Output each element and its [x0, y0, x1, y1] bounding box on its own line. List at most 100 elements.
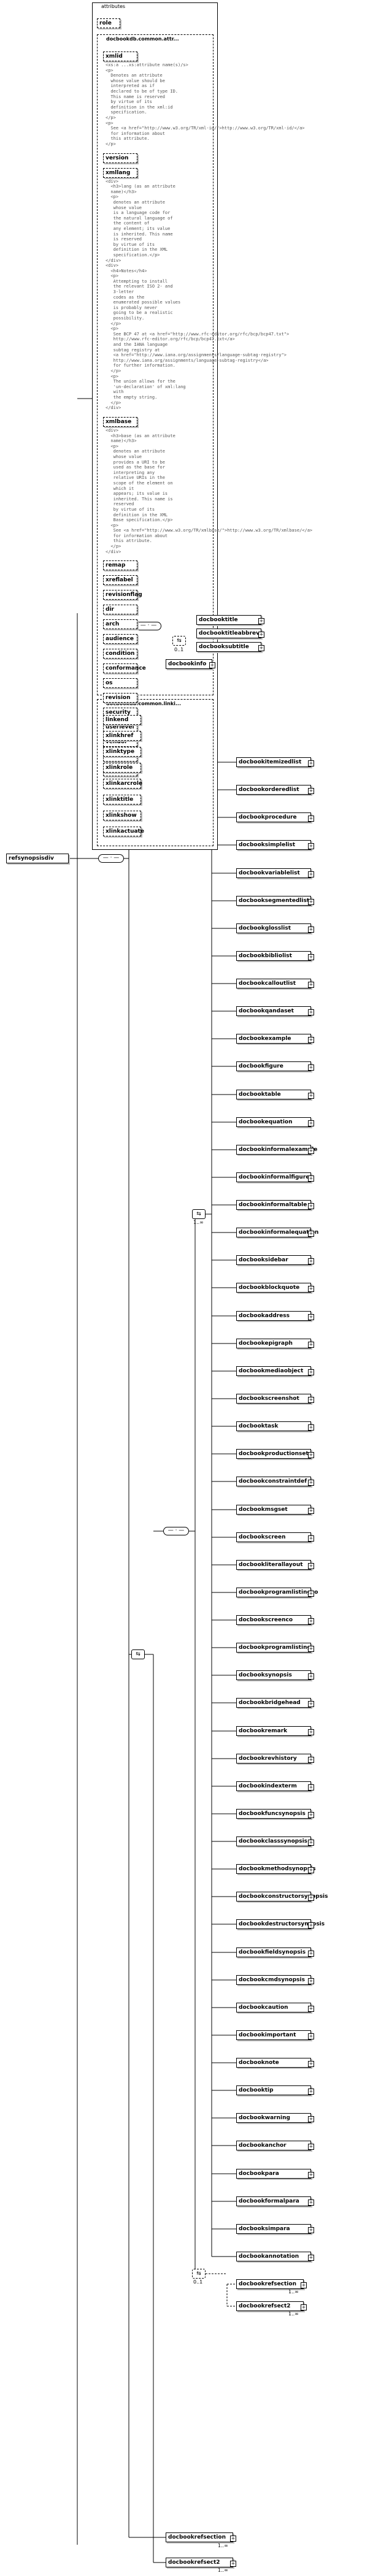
content-formalpara[interactable]: docbookformalpara+: [236, 2196, 314, 2206]
content-glosslist[interactable]: docbookglosslist+: [236, 923, 314, 933]
content-methodsynopsis[interactable]: docbookmethodsynopsis+: [236, 1864, 316, 1874]
content-address[interactable]: docbookaddress+: [236, 1311, 314, 1321]
content-blockquote[interactable]: docbookblockquote+: [236, 1283, 314, 1293]
content-figure[interactable]: docbookfigure+: [236, 1061, 314, 1071]
content-mediaobject[interactable]: docbookmediaobject+: [236, 1366, 314, 1376]
content-synopsis[interactable]: docbooksynopsis+: [236, 1670, 314, 1680]
content-simpara[interactable]: docbooksimpara+: [236, 2224, 314, 2234]
content-programlisting[interactable]: docbookprogramlisting+: [236, 1643, 314, 1653]
content-informalequation[interactable]: docbookinformalequation+: [236, 1228, 318, 1237]
attribute-remap[interactable]: remap: [103, 560, 137, 571]
attribute-xlinkshow[interactable]: xlinkshow: [103, 811, 141, 820]
attribute-xmllang[interactable]: xmllang: [103, 167, 137, 178]
attribute-version[interactable]: version: [103, 153, 137, 163]
attribute-revision[interactable]: revision: [103, 693, 137, 703]
attribute-dir-label: dir: [106, 606, 114, 613]
attribute-dir[interactable]: dir: [103, 605, 137, 615]
content-constructorsynopsis[interactable]: docbookconstructorsynopsis+: [236, 1892, 328, 1901]
refsection-alt[interactable]: docbookrefsection+: [166, 2532, 236, 2542]
content-calloutlist[interactable]: docbookcalloutlist+: [236, 979, 314, 988]
content-epigraph[interactable]: docbookepigraph+: [236, 1339, 314, 1348]
content-bibliolist-label: docbookbibliolist: [239, 953, 292, 959]
attribute-xlinkhref[interactable]: xlinkhref: [103, 731, 141, 741]
content-procedure-label: docbookprocedure: [239, 814, 297, 820]
content-task-label: docbooktask: [239, 1423, 279, 1429]
content-warning[interactable]: docbookwarning+: [236, 2113, 314, 2123]
content-programlistingco[interactable]: docbookprogramlistingco+: [236, 1588, 318, 1597]
info-title[interactable]: docbooktitle+: [196, 615, 264, 625]
content-remark[interactable]: docbookremark+: [236, 1726, 314, 1736]
content-variablelist[interactable]: docbookvariablelist+: [236, 868, 314, 878]
attribute-xreflabel[interactable]: xreflabel: [103, 575, 137, 586]
attribute-audience[interactable]: audience: [103, 634, 137, 644]
refsect-choice-refsection[interactable]: docbookrefsection+: [236, 2279, 307, 2289]
attribute-xlinktitle[interactable]: xlinktitle: [103, 795, 141, 805]
content-constraintdef[interactable]: docbookconstraintdef+: [236, 1477, 314, 1486]
content-tip[interactable]: docbooktip+: [236, 2085, 314, 2095]
content-msgset[interactable]: docbookmsgset+: [236, 1505, 314, 1515]
info-titleabbrev[interactable]: docbooktitleabbrev+: [196, 629, 264, 638]
content-literallayout[interactable]: docbookliterallayout+: [236, 1560, 314, 1570]
content-fieldsynopsis[interactable]: docbookfieldsynopsis+: [236, 1947, 314, 1957]
attribute-security-label: security: [106, 709, 131, 716]
attribute-xlinktype[interactable]: xlinktype: [103, 747, 141, 757]
content-screenco[interactable]: docbookscreenco+: [236, 1615, 314, 1625]
info-subtitle[interactable]: docbooksubtitle+: [196, 642, 264, 652]
content-task[interactable]: docbooktask+: [236, 1421, 314, 1431]
attribute-conformance[interactable]: conformance: [103, 663, 146, 674]
content-important[interactable]: docbookimportant+: [236, 2030, 314, 2040]
choice-node-content: ⇆: [192, 1209, 206, 1219]
content-equation[interactable]: docbookequation+: [236, 1117, 314, 1127]
content-revhistory[interactable]: docbookrevhistory+: [236, 1754, 314, 1764]
content-itemizedlist[interactable]: docbookitemizedlist+: [236, 757, 314, 767]
attribute-role[interactable]: role: [97, 18, 120, 28]
attribute-revisionflag[interactable]: revisionflag: [103, 590, 142, 600]
refsect-choice-refsect2[interactable]: docbookrefsect2+: [236, 2301, 307, 2311]
content-destructorsynopsis[interactable]: docbookdestructorsynopsis+: [236, 1919, 325, 1929]
attribute-condition[interactable]: condition: [103, 649, 137, 659]
content-sidebar[interactable]: docbooksidebar+: [236, 1255, 314, 1265]
refsect-choice-cardinality: 0..1: [193, 2279, 203, 2285]
attribute-xmlbase[interactable]: xmlbase: [103, 417, 137, 427]
content-classsynopsis[interactable]: docbookclasssynopsis+: [236, 1836, 314, 1846]
content-cmdsynopsis-label: docbookcmdsynopsis: [239, 1977, 305, 1983]
root-element[interactable]: refsynopsisdiv: [6, 854, 69, 863]
info-item[interactable]: docbookinfo+: [166, 659, 215, 669]
content-caution[interactable]: docbookcaution+: [236, 2003, 314, 2012]
content-productionset[interactable]: docbookproductionset+: [236, 1449, 314, 1459]
attribute-xlinkarcrole[interactable]: xlinkarcrole: [103, 779, 142, 789]
refsection-alt-card: 1..∞: [218, 2543, 228, 2548]
content-example[interactable]: docbookexample+: [236, 1034, 314, 1044]
attribute-arch[interactable]: arch: [103, 619, 137, 630]
content-simplelist[interactable]: docbooksimplelist+: [236, 840, 314, 850]
content-tip-label: docbooktip: [239, 2087, 274, 2093]
content-indexterm[interactable]: docbookindexterm+: [236, 1781, 314, 1791]
content-qandaset[interactable]: docbookqandaset+: [236, 1006, 314, 1016]
content-cmdsynopsis[interactable]: docbookcmdsynopsis+: [236, 1975, 314, 1985]
content-informalequation-label: docbookinformalequation: [239, 1229, 319, 1236]
content-screen[interactable]: docbookscreen+: [236, 1532, 314, 1542]
attribute-xmlid[interactable]: xmlid: [103, 52, 137, 61]
content-informalexample[interactable]: docbookinformalexample+: [236, 1145, 317, 1155]
content-anchor-label: docbookanchor: [239, 2142, 287, 2149]
content-screenshot[interactable]: docbookscreenshot+: [236, 1394, 314, 1404]
content-para-label: docbookpara: [239, 2171, 279, 2177]
attribute-linkend[interactable]: linkend: [103, 715, 141, 725]
attribute-xlinkactuate[interactable]: xlinkactuate: [103, 827, 144, 836]
content-table[interactable]: docbooktable+: [236, 1090, 314, 1099]
attribute-xlinkrole[interactable]: xlinkrole: [103, 763, 141, 773]
content-informalfigure[interactable]: docbookinformalfigure+: [236, 1172, 314, 1182]
refsect2-alt[interactable]: docbookrefsect2+: [166, 2558, 236, 2567]
content-informaltable[interactable]: docbookinformaltable+: [236, 1200, 314, 1210]
content-bibliolist[interactable]: docbookbibliolist+: [236, 951, 314, 961]
content-bridgehead[interactable]: docbookbridgehead+: [236, 1698, 314, 1708]
content-anchor[interactable]: docbookanchor+: [236, 2141, 314, 2150]
content-orderedlist[interactable]: docbookorderedlist+: [236, 785, 314, 795]
content-para[interactable]: docbookpara+: [236, 2169, 314, 2179]
content-segmentedlist[interactable]: docbooksegmentedlist+: [236, 896, 314, 906]
content-procedure[interactable]: docbookprocedure+: [236, 812, 314, 822]
content-note[interactable]: docbooknote+: [236, 2058, 314, 2068]
content-funcsynopsis[interactable]: docbookfuncsynopsis+: [236, 1809, 314, 1819]
attribute-os[interactable]: os: [103, 678, 137, 689]
content-annotation[interactable]: docbookannotation+: [236, 2252, 314, 2261]
